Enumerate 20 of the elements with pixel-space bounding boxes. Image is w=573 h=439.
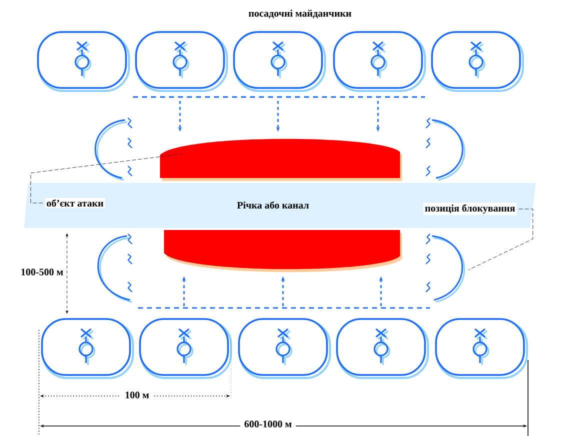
leader-text: позиція блокування [423,202,517,216]
landing-pad [435,318,528,379]
target-object [164,230,402,272]
landing-pad [233,31,326,92]
dimension-label: 600-1000 м [240,416,296,432]
leader-line [30,154,182,204]
blocking-arc [425,233,465,303]
title: посадочні майданчики [248,10,352,18]
landing-pad [431,31,524,92]
landing-pad [238,318,331,379]
target-object [160,138,402,181]
dimension-label: 100-500 м [20,268,64,276]
landing-pad [41,318,134,379]
landing-pad [336,318,429,379]
landing-pad [139,318,232,379]
landing-pad [37,31,130,92]
landing-pad [333,31,426,92]
landing-pad [135,31,228,92]
dimension-label: 100 м [120,388,154,402]
leader-line [468,208,534,270]
